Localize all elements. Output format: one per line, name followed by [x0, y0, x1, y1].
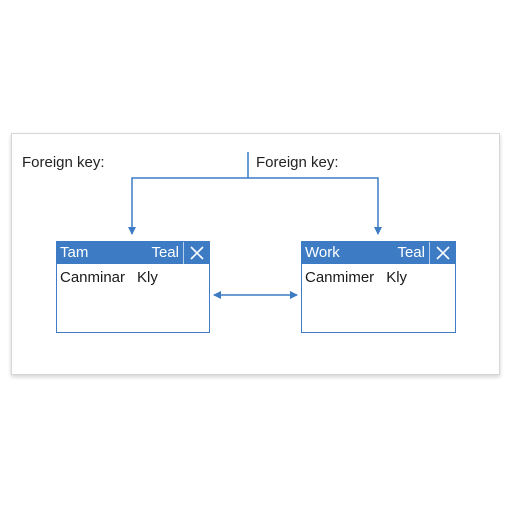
close-button[interactable] — [429, 242, 455, 264]
table-row: Canminar Kly — [60, 269, 158, 286]
connector-left-branch — [128, 177, 248, 235]
foreign-key-label-left: Foreign key: — [22, 154, 105, 171]
table-row: Canmimer Kly — [305, 269, 407, 286]
table-title-tag: Teal — [151, 244, 179, 261]
table-title: Work — [305, 244, 340, 261]
table-box-left[interactable]: Tam Teal Canminar Kly — [56, 241, 210, 333]
foreign-key-label-right: Foreign key: — [256, 154, 339, 171]
table-title-tag: Teal — [397, 244, 425, 261]
table-title: Tam — [60, 244, 89, 261]
table-title-bar: Tam Teal — [57, 242, 209, 264]
table-title-bar: Work Teal — [302, 242, 455, 264]
connector-right-branch — [248, 177, 382, 235]
row-col1: Canmimer — [305, 269, 375, 286]
row-col2: Kly — [386, 269, 408, 286]
table-box-right[interactable]: Work Teal Canmimer Kly — [301, 241, 456, 333]
close-icon — [436, 246, 450, 260]
row-col2: Kly — [137, 269, 158, 286]
row-col1: Canminar — [60, 269, 126, 286]
close-icon — [190, 246, 204, 260]
close-button[interactable] — [183, 242, 209, 264]
